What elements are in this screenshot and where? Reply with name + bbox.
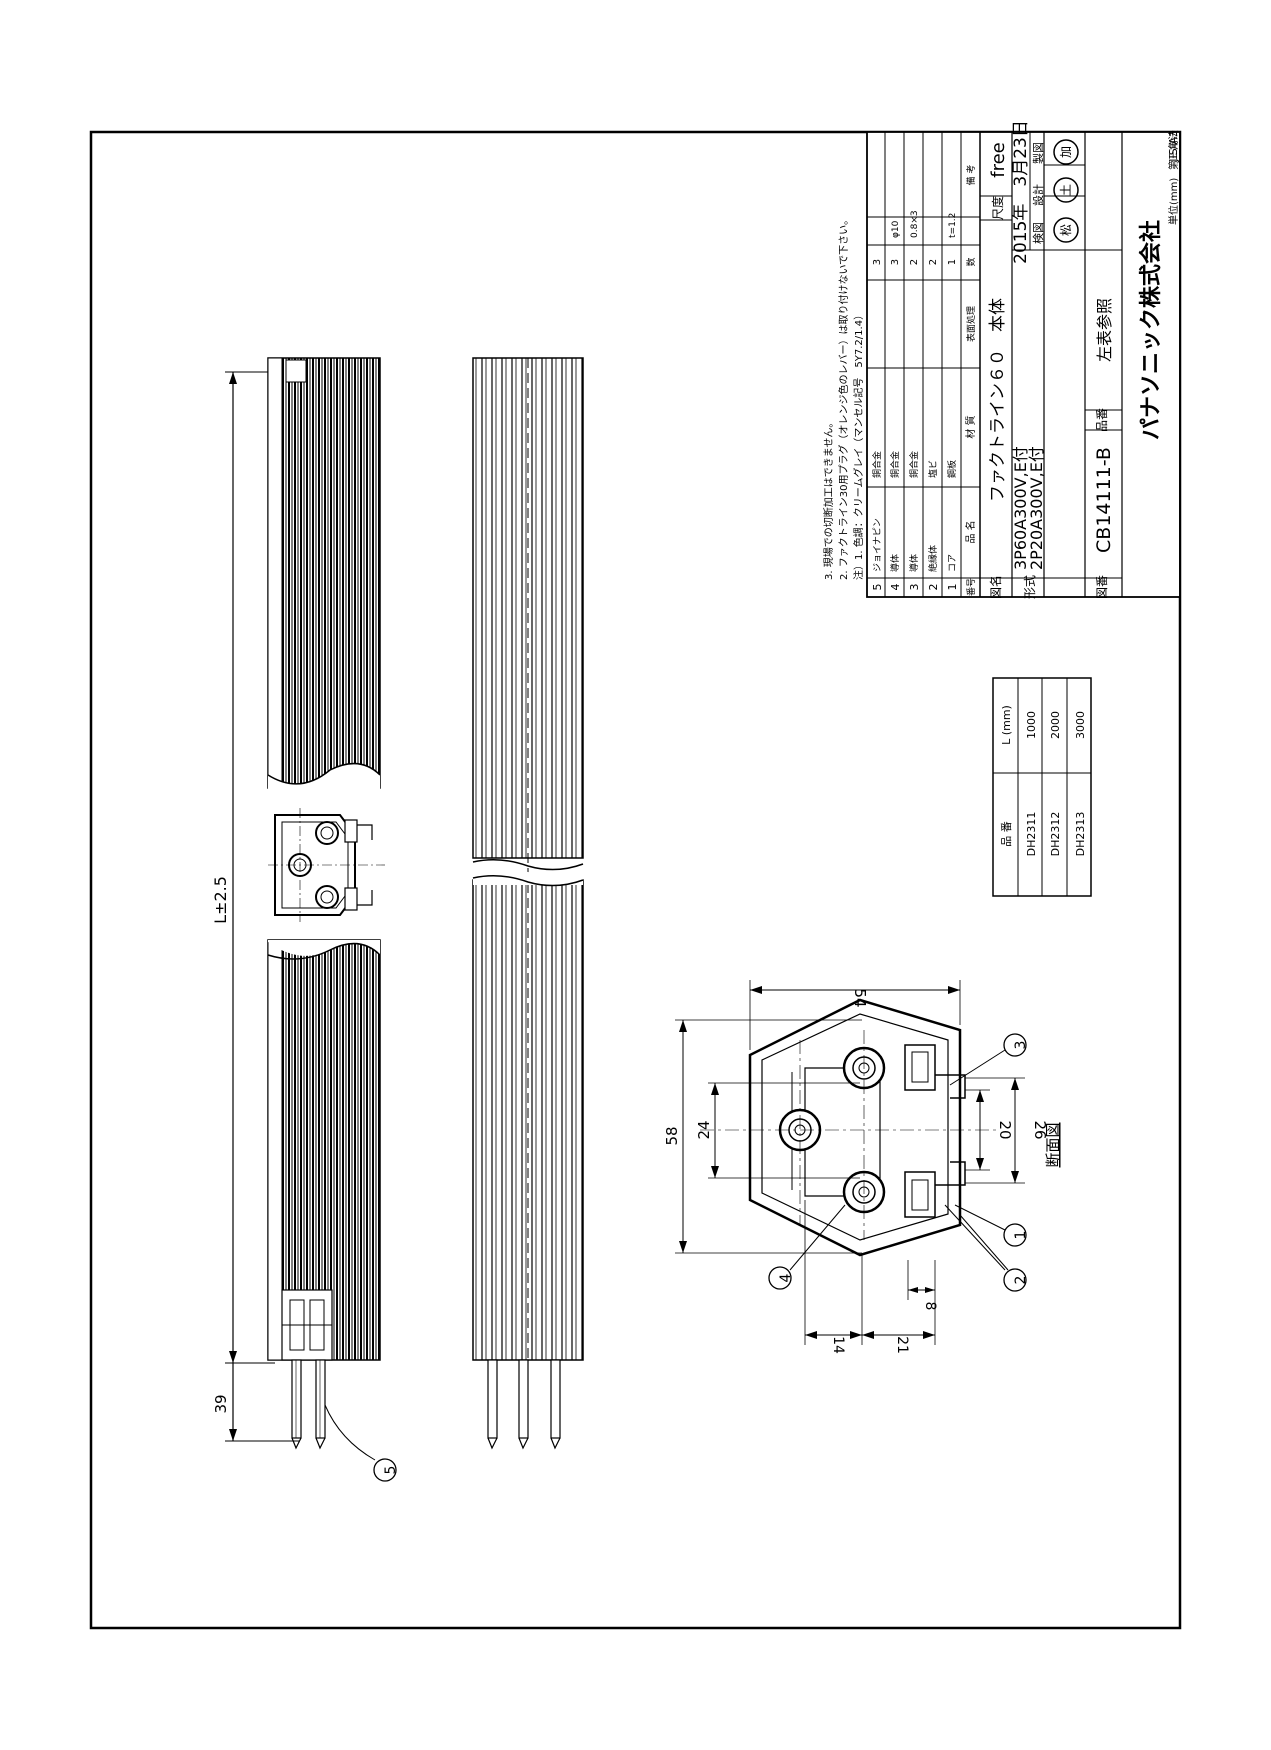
cross-section-large: 54 58 24 20 26 8 bbox=[663, 980, 1062, 1354]
section-title: 断面図 bbox=[1044, 1122, 1062, 1167]
dim-54: 54 bbox=[851, 988, 869, 1007]
tb-model-label: 形式 bbox=[1023, 575, 1037, 599]
dim-24: 24 bbox=[695, 1120, 713, 1139]
parts-row-2-no: 2 bbox=[927, 584, 940, 591]
note-2: 2. ファクトライン30用プラグ（オレンジ色のレバー）は取り付けないで下さい。 bbox=[837, 215, 850, 580]
length-row-1-part: DH2311 bbox=[1025, 812, 1038, 857]
tb-part-no: 左表参照 bbox=[1095, 298, 1114, 362]
parts-header-material: 材 質 bbox=[964, 415, 977, 438]
parts-row-4-qty: 3 bbox=[890, 259, 901, 265]
parts-row-5-name: ジョイナピン bbox=[872, 518, 883, 572]
tb-name-label: 図名 bbox=[988, 575, 1003, 599]
balloon-4 bbox=[768, 1266, 792, 1290]
tb-name: ファクトライン６０ 本体 bbox=[988, 298, 1008, 502]
tb-part-no-label: 品番 bbox=[1095, 408, 1109, 432]
length-row-3-part: DH2313 bbox=[1074, 812, 1087, 857]
parts-row-3-qty: 2 bbox=[909, 259, 920, 265]
parts-row-3-remarks: 0.8×3 bbox=[910, 210, 920, 238]
parts-row-5-material: 銅合金 bbox=[871, 451, 883, 478]
tb-role-design: 設計 bbox=[1031, 184, 1045, 206]
length-table-header-l: L (mm) bbox=[1000, 705, 1013, 745]
dim-20: 20 bbox=[996, 1120, 1014, 1139]
parts-row-2-qty: 2 bbox=[928, 259, 939, 265]
parts-row-3-name: 導体 bbox=[908, 554, 920, 572]
parts-header-qty: 数 bbox=[965, 257, 977, 266]
tb-company: パナソニック株式会社 bbox=[1138, 220, 1164, 440]
sheet-border bbox=[89, 130, 1182, 1630]
parts-row-1-remarks: t=1.2 bbox=[948, 213, 958, 238]
dim-8: 8 bbox=[922, 1302, 938, 1311]
stamp-check-label: 松 bbox=[1059, 224, 1073, 236]
parts-header-no: 番号 bbox=[965, 578, 977, 596]
balloon-5 bbox=[373, 1458, 397, 1482]
tb-model-2: 2P20A300V,E付 bbox=[1027, 446, 1046, 570]
tb-paper: JIS-A3 bbox=[1167, 130, 1180, 163]
stamp-draft bbox=[1053, 139, 1079, 165]
parts-row-1-material: 鋼板 bbox=[946, 460, 958, 478]
parts-row-1-no: 1 bbox=[946, 584, 959, 591]
dim-pin-length: 39 bbox=[212, 1394, 230, 1413]
parts-row-4-remarks: φ10 bbox=[891, 220, 901, 238]
tb-model-1: 3P60A300V,E付 bbox=[1011, 446, 1030, 570]
balloon-1 bbox=[1003, 1223, 1027, 1247]
dim-21: 21 bbox=[894, 1336, 910, 1354]
length-table: 品 番 L (mm) DH2311 1000 DH2312 2000 DH231… bbox=[992, 677, 1092, 897]
tb-role-check: 検図 bbox=[1031, 222, 1045, 244]
balloon-3-label: 3 bbox=[1013, 1041, 1029, 1050]
title-block: 番号 品 名 材 質 表面処理 数 備 考 5 ジョイナピン 銅合金 3 4 導… bbox=[866, 120, 1181, 599]
dim-58: 58 bbox=[663, 1126, 681, 1145]
dim-14: 14 bbox=[830, 1336, 846, 1354]
parts-row-1-name: コア bbox=[948, 554, 958, 572]
top-view: L±2.5 39 bbox=[211, 357, 399, 1482]
mini-cross-section bbox=[268, 808, 385, 922]
tb-projection: 第三角法 bbox=[1167, 130, 1180, 170]
balloon-4-label: 4 bbox=[778, 1273, 794, 1282]
dim-length: L±2.5 bbox=[211, 876, 230, 924]
balloon-3 bbox=[1003, 1033, 1027, 1057]
parts-row-4-no: 4 bbox=[889, 584, 902, 591]
parts-header-remarks: 備 考 bbox=[965, 165, 977, 186]
length-row-1-l: 1000 bbox=[1025, 711, 1038, 739]
parts-row-5-qty: 3 bbox=[872, 259, 883, 265]
balloon-5-label: 5 bbox=[383, 1466, 399, 1475]
parts-row-1-qty: 1 bbox=[947, 259, 958, 265]
stamp-check bbox=[1053, 217, 1079, 243]
balloon-2-label: 2 bbox=[1013, 1276, 1029, 1285]
note-3: 3. 現場での切断加工はできません。 bbox=[822, 418, 835, 580]
parts-row-4-name: 導体 bbox=[889, 554, 901, 572]
tb-date: 2015年 3月23日 bbox=[1011, 120, 1031, 264]
dim-26: 26 bbox=[1031, 1120, 1049, 1139]
notes: 注）1. 色調：クリームグレイ（マンセル記号 5Y7.2/1.4） 2. ファク… bbox=[822, 215, 865, 580]
parts-row-4-material: 銅合金 bbox=[889, 451, 901, 478]
parts-row-2-material: 塩ビ bbox=[927, 460, 939, 478]
joiner-pins bbox=[291, 1359, 326, 1450]
tb-drawing-no-label: 図番 bbox=[1095, 575, 1109, 599]
length-row-2-l: 2000 bbox=[1049, 711, 1062, 739]
length-row-3-l: 3000 bbox=[1074, 711, 1087, 739]
tb-role-draft: 製図 bbox=[1031, 142, 1045, 164]
balloon-1-label: 1 bbox=[1013, 1231, 1029, 1240]
tb-scale-label: 尺度 bbox=[990, 196, 1005, 220]
parts-row-3-no: 3 bbox=[908, 584, 921, 591]
parts-row-5-no: 5 bbox=[871, 584, 884, 591]
tb-drawing-no: CB14111-B bbox=[1093, 447, 1115, 553]
tb-unit: 単位(mm) bbox=[1167, 178, 1180, 225]
tb-scale: free bbox=[988, 142, 1009, 178]
note-1: 注）1. 色調：クリームグレイ（マンセル記号 5Y7.2/1.4） bbox=[852, 310, 865, 580]
side-view bbox=[472, 357, 584, 1450]
stamp-draft-label: 加 bbox=[1059, 146, 1073, 158]
parts-row-3-material: 銅合金 bbox=[908, 451, 920, 478]
length-row-2-part: DH2312 bbox=[1049, 812, 1062, 857]
length-table-header-part: 品 番 bbox=[1000, 821, 1013, 847]
parts-header-name: 品 名 bbox=[964, 520, 977, 543]
stamp-design-label: 土 bbox=[1059, 184, 1073, 196]
stamp-design bbox=[1053, 177, 1079, 203]
parts-row-2-name: 絶縁体 bbox=[927, 545, 939, 572]
balloon-2 bbox=[1003, 1268, 1027, 1292]
parts-header-surface: 表面処理 bbox=[965, 306, 977, 342]
